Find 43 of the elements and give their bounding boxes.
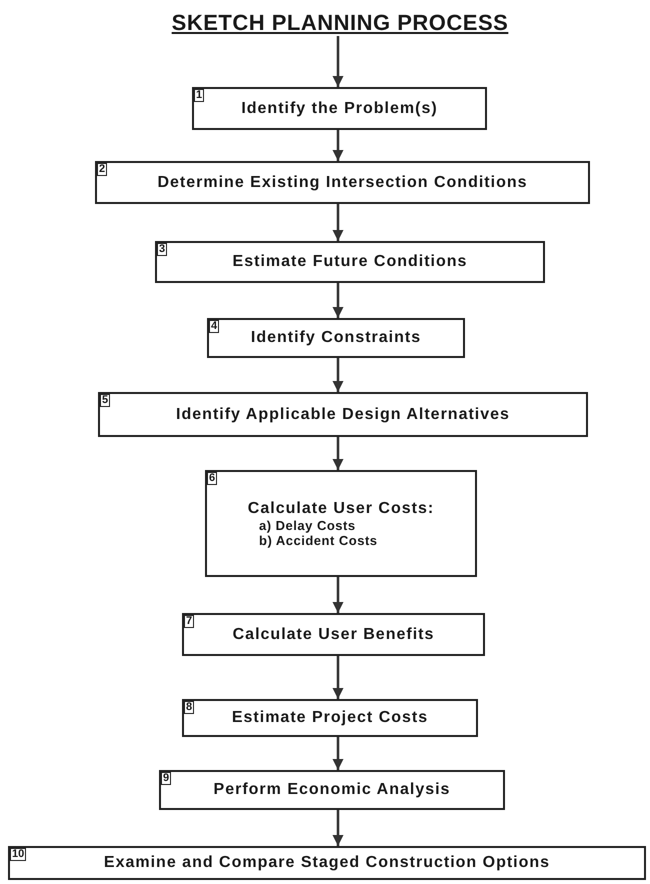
step-number: 9 bbox=[161, 772, 172, 785]
step-label: Identify Applicable Design Alternatives bbox=[176, 406, 510, 424]
step-label: Estimate Future Conditions bbox=[232, 253, 468, 271]
arrow bbox=[332, 36, 344, 87]
step-label: Estimate Project Costs bbox=[232, 709, 428, 727]
step-label: Identify Constraints bbox=[250, 329, 422, 347]
arrow bbox=[332, 656, 344, 699]
process-box bbox=[192, 87, 487, 130]
arrow bbox=[332, 577, 344, 613]
step-label: Examine and Compare Staged Construction Options bbox=[104, 854, 550, 872]
step-label: Calculate User Benefits bbox=[232, 626, 434, 644]
step-number: 7 bbox=[184, 615, 194, 628]
step-number: 8 bbox=[184, 701, 194, 714]
arrow bbox=[332, 204, 344, 241]
arrow bbox=[332, 437, 344, 470]
step-label: Identify the Problem(s) bbox=[241, 100, 438, 118]
arrow bbox=[332, 130, 344, 161]
step-detail: a) Delay Costs bbox=[259, 518, 356, 532]
step-detail: b) Accident Costs bbox=[259, 532, 378, 548]
step-number: 3 bbox=[157, 243, 168, 256]
arrow bbox=[332, 358, 344, 392]
process-box bbox=[95, 161, 590, 204]
step-label: Calculate User Costs: bbox=[248, 500, 434, 518]
step-number: 1 bbox=[194, 89, 204, 102]
step-label: Determine Existing Intersection Conditions bbox=[157, 174, 528, 192]
step-number: 10 bbox=[10, 848, 26, 861]
step-number: 5 bbox=[100, 394, 110, 407]
step-number: 4 bbox=[209, 320, 220, 333]
process-box bbox=[159, 770, 505, 810]
process-box bbox=[98, 392, 588, 437]
step-number: 6 bbox=[207, 472, 218, 485]
arrow bbox=[332, 737, 344, 770]
process-box bbox=[205, 470, 477, 577]
process-box bbox=[182, 699, 478, 737]
diagram-title: SKETCH PLANNING PROCESS bbox=[170, 10, 510, 36]
step-number: 2 bbox=[97, 163, 108, 176]
arrow bbox=[332, 810, 344, 846]
arrow bbox=[332, 283, 344, 318]
process-box bbox=[182, 613, 485, 656]
process-box bbox=[155, 241, 545, 283]
step-label: Perform Economic Analysis bbox=[214, 781, 450, 799]
process-box bbox=[8, 846, 646, 880]
process-box bbox=[207, 318, 465, 358]
